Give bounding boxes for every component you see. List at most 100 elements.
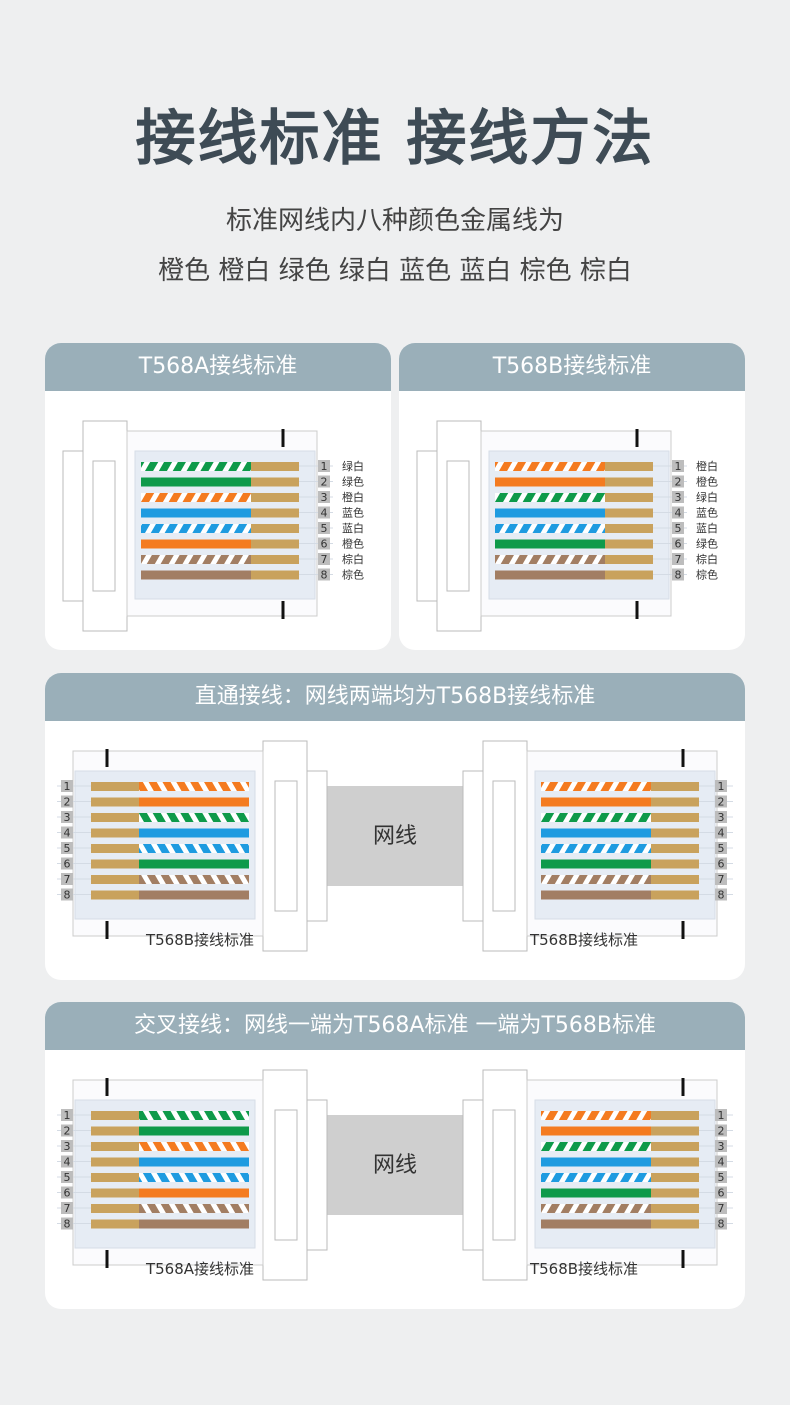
wire-4 bbox=[541, 828, 651, 838]
gold-contact-7 bbox=[91, 875, 139, 884]
pin-number-7: 7 bbox=[718, 1202, 725, 1215]
connector-window bbox=[446, 460, 470, 592]
pin-number-box-2 bbox=[61, 1124, 73, 1137]
pin-number-box-1 bbox=[61, 780, 73, 792]
gold-contact-8 bbox=[651, 1219, 699, 1229]
pin-number-6: 6 bbox=[718, 858, 725, 871]
pin-number-1: 1 bbox=[718, 1109, 725, 1122]
pin-number-8: 8 bbox=[675, 569, 682, 582]
wire-5 bbox=[141, 524, 251, 533]
pin-color-name-7: 棕白 bbox=[696, 552, 718, 566]
gold-contact-2 bbox=[651, 1126, 699, 1136]
pin-number-3: 3 bbox=[718, 1140, 725, 1153]
pin-number-7: 7 bbox=[64, 1202, 71, 1215]
card-crossover-heading: 交叉接线：网线一端为T568A标准 一端为T568B标准 bbox=[45, 1002, 745, 1050]
pin-number-8: 8 bbox=[718, 889, 725, 902]
gold-contact-8 bbox=[251, 570, 299, 580]
wire-5 bbox=[495, 524, 605, 533]
wire-8 bbox=[541, 890, 651, 900]
wire-7 bbox=[141, 555, 251, 564]
pin-number-7: 7 bbox=[64, 873, 71, 886]
gold-contact-5 bbox=[91, 1173, 139, 1182]
connector-clip bbox=[462, 1099, 484, 1251]
wire-1 bbox=[495, 462, 605, 471]
pin-number-box-8 bbox=[672, 568, 684, 581]
pin-color-name-4: 蓝色 bbox=[696, 506, 718, 520]
pin-color-name-5: 蓝白 bbox=[696, 521, 718, 535]
gold-contact-6 bbox=[91, 859, 139, 869]
connector-clip bbox=[416, 450, 438, 602]
gold-contact-1 bbox=[251, 462, 299, 471]
pin-number-box-3 bbox=[61, 1140, 73, 1152]
wire-8 bbox=[141, 570, 251, 580]
pin-color-name-3: 橙白 bbox=[342, 490, 364, 504]
pin-number-2: 2 bbox=[64, 1125, 71, 1138]
pin-number-box-4 bbox=[61, 1155, 73, 1168]
pin-number-box-1 bbox=[715, 780, 727, 792]
wire-5 bbox=[139, 844, 249, 853]
cable-label: 网线 bbox=[373, 1153, 417, 1178]
pin-number-box-4 bbox=[715, 1155, 727, 1168]
wire-1 bbox=[141, 462, 251, 471]
gold-contact-8 bbox=[91, 1219, 139, 1229]
wire-7 bbox=[541, 1204, 651, 1213]
pin-number-7: 7 bbox=[675, 553, 682, 566]
wire-4 bbox=[141, 508, 251, 518]
gold-contact-8 bbox=[651, 890, 699, 900]
pin-number-4: 4 bbox=[675, 507, 682, 520]
connector-window bbox=[274, 780, 298, 912]
card-straight-heading: 直通接线：网线两端均为T568B接线标准 bbox=[45, 673, 745, 721]
pin-number-box-4 bbox=[672, 506, 684, 519]
pin-number-box-4 bbox=[318, 506, 330, 519]
pin-number-2: 2 bbox=[718, 796, 725, 809]
pin-number-8: 8 bbox=[321, 569, 328, 582]
gold-contact-4 bbox=[651, 1157, 699, 1167]
pin-number-box-8 bbox=[715, 888, 727, 901]
cable-label: 网线 bbox=[373, 824, 417, 849]
pin-number-4: 4 bbox=[718, 1156, 725, 1169]
wire-2 bbox=[139, 1126, 249, 1136]
pin-color-name-5: 蓝白 bbox=[342, 521, 364, 535]
gold-contact-1 bbox=[91, 782, 139, 791]
pin-color-name-1: 绿白 bbox=[342, 459, 364, 473]
pin-number-8: 8 bbox=[64, 889, 71, 902]
gold-contact-4 bbox=[651, 828, 699, 838]
pin-number-box-5 bbox=[318, 522, 330, 534]
wire-7 bbox=[495, 555, 605, 564]
pin-number-5: 5 bbox=[675, 522, 682, 535]
gold-contact-3 bbox=[251, 493, 299, 502]
card-t568a-heading: T568A接线标准 bbox=[45, 343, 391, 391]
connector-clip bbox=[462, 770, 484, 922]
pin-number-4: 4 bbox=[64, 827, 71, 840]
card-t568b-heading: T568B接线标准 bbox=[399, 343, 745, 391]
pin-number-box-7 bbox=[318, 553, 330, 565]
crossover-right-label: T568B接线标准 bbox=[529, 1260, 639, 1278]
pin-color-name-8: 棕色 bbox=[696, 568, 718, 582]
wire-7 bbox=[139, 875, 249, 884]
pin-number-box-6 bbox=[61, 857, 73, 870]
connector-clip bbox=[306, 770, 328, 922]
gold-contact-2 bbox=[91, 1126, 139, 1136]
gold-contact-2 bbox=[251, 477, 299, 487]
pin-number-box-1 bbox=[61, 1109, 73, 1121]
pin-number-box-3 bbox=[672, 491, 684, 503]
gold-contact-3 bbox=[651, 1142, 699, 1151]
network-cable bbox=[325, 786, 465, 886]
gold-contact-6 bbox=[651, 1188, 699, 1198]
wire-8 bbox=[495, 570, 605, 580]
pin-number-4: 4 bbox=[718, 827, 725, 840]
pin-number-6: 6 bbox=[64, 858, 71, 871]
pin-number-box-7 bbox=[715, 873, 727, 885]
pin-number-box-1 bbox=[715, 1109, 727, 1121]
pin-number-box-6 bbox=[61, 1186, 73, 1199]
pin-number-3: 3 bbox=[718, 811, 725, 824]
wire-6 bbox=[139, 1188, 249, 1198]
gold-contact-7 bbox=[91, 1204, 139, 1213]
pin-number-box-2 bbox=[672, 475, 684, 488]
gold-contact-2 bbox=[605, 477, 653, 487]
wire-6 bbox=[141, 539, 251, 549]
connector-window bbox=[492, 780, 516, 912]
